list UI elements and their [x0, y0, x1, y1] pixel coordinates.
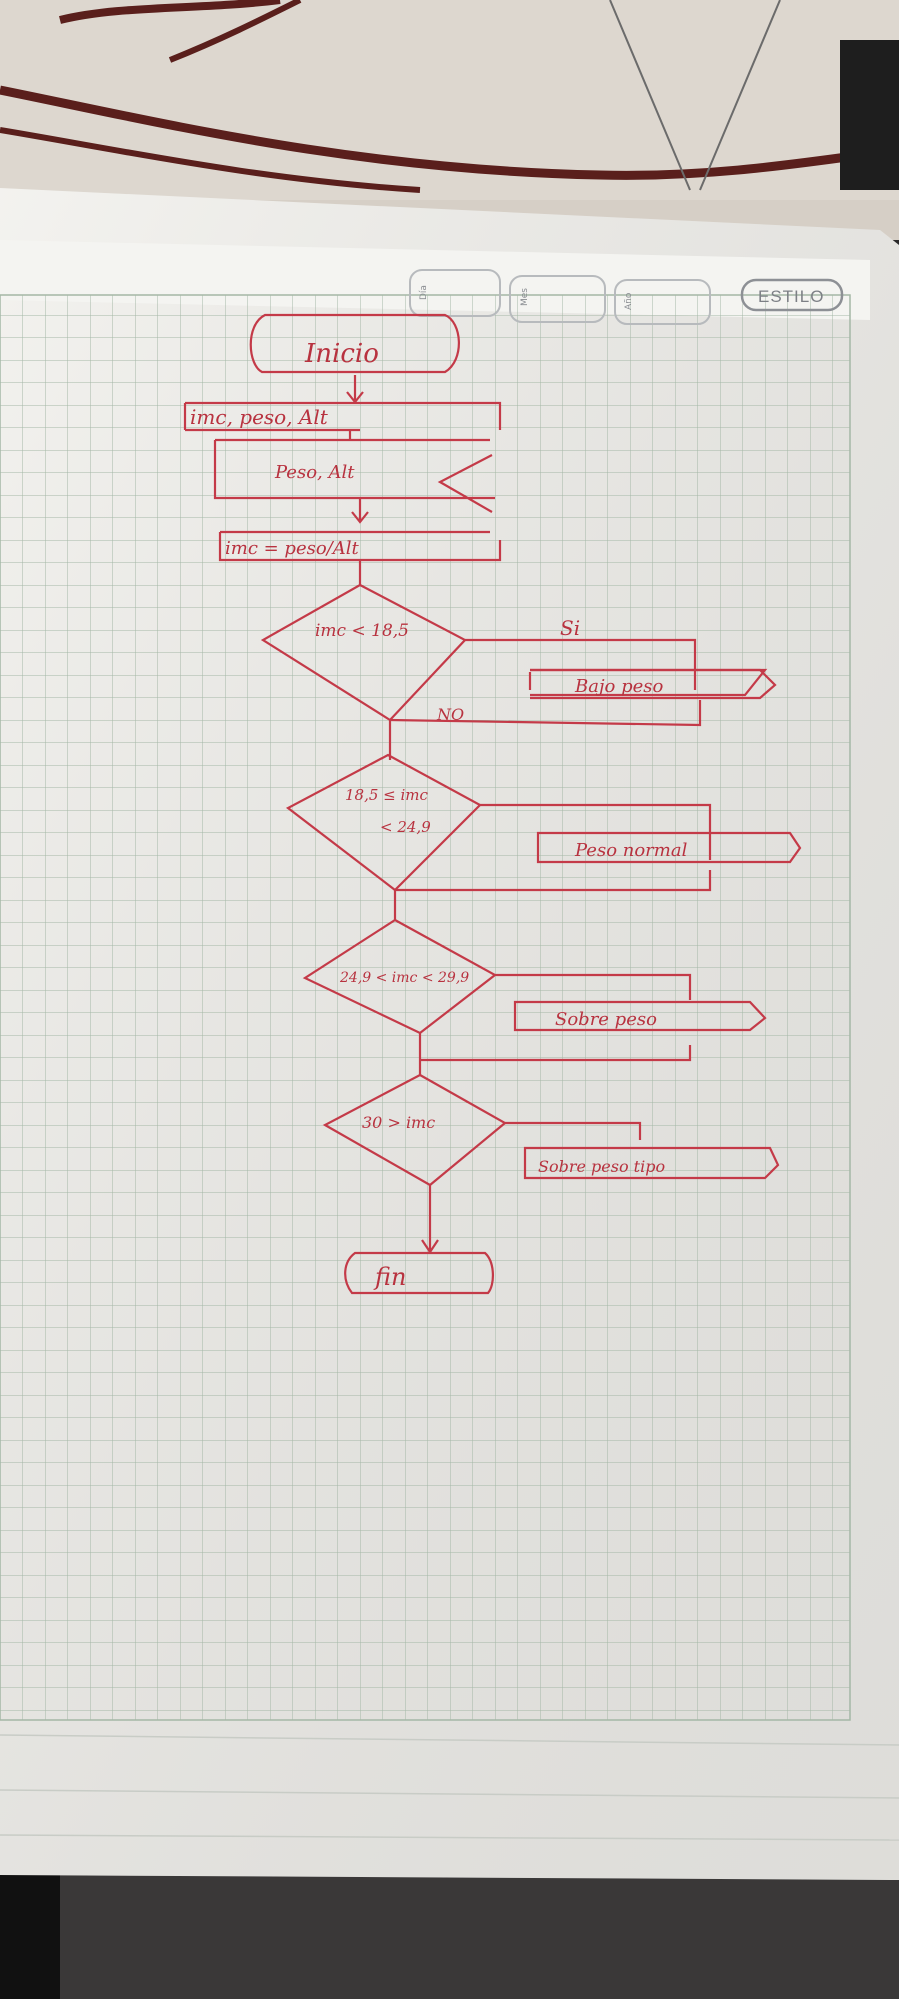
- output-1: [530, 668, 777, 700]
- year-field: [614, 279, 711, 325]
- output-3-label: Sobre peso: [555, 1009, 657, 1030]
- yes-label: Si: [560, 616, 580, 640]
- decision-2-label-1: 18,5 ≤ imc: [345, 786, 429, 804]
- flowchart-labels: Inicio imc, peso, Alt Peso, Alt imc = pe…: [190, 339, 688, 1291]
- date-header: Día Mes Año ESTILO: [409, 269, 844, 325]
- decision-4-label: 30 > imc: [362, 1113, 435, 1132]
- process-label: imc = peso/Alt: [225, 538, 360, 559]
- end-terminal: [344, 1251, 494, 1295]
- brand-logo-text: ESTILO: [758, 287, 824, 306]
- output-4: [523, 1146, 780, 1180]
- notebook-page: [0, 188, 899, 1880]
- flowchart: [183, 313, 802, 1295]
- day-field: [409, 269, 501, 317]
- day-label: Día: [419, 285, 429, 300]
- output-4-label: Sobre peso tipo: [538, 1157, 665, 1176]
- output-1-label: Bajo peso: [574, 676, 664, 697]
- month-field: [509, 275, 606, 323]
- month-label: Mes: [520, 288, 530, 306]
- output-3: [513, 1000, 767, 1032]
- decision-1-label: imc < 18,5: [315, 621, 409, 641]
- no-label: NO: [436, 705, 464, 724]
- fabric-background: [0, 0, 899, 240]
- start-label: Inicio: [304, 339, 379, 369]
- decision-3-label: 24,9 < imc < 29,9: [339, 970, 469, 986]
- decision-2-label-2: < 24,9: [380, 818, 431, 836]
- start-terminal: [249, 313, 460, 374]
- output-2-label: Peso normal: [574, 840, 688, 861]
- brand-badge: [740, 278, 844, 312]
- output-2: [536, 831, 802, 864]
- no-branch: [389, 700, 702, 727]
- declare-label: imc, peso, Alt: [190, 405, 329, 429]
- year-label: Año: [624, 292, 634, 310]
- input-box: [213, 438, 495, 513]
- end-label: fin: [373, 1263, 406, 1291]
- input-label: Peso, Alt: [274, 462, 355, 483]
- declare-box: [183, 401, 502, 432]
